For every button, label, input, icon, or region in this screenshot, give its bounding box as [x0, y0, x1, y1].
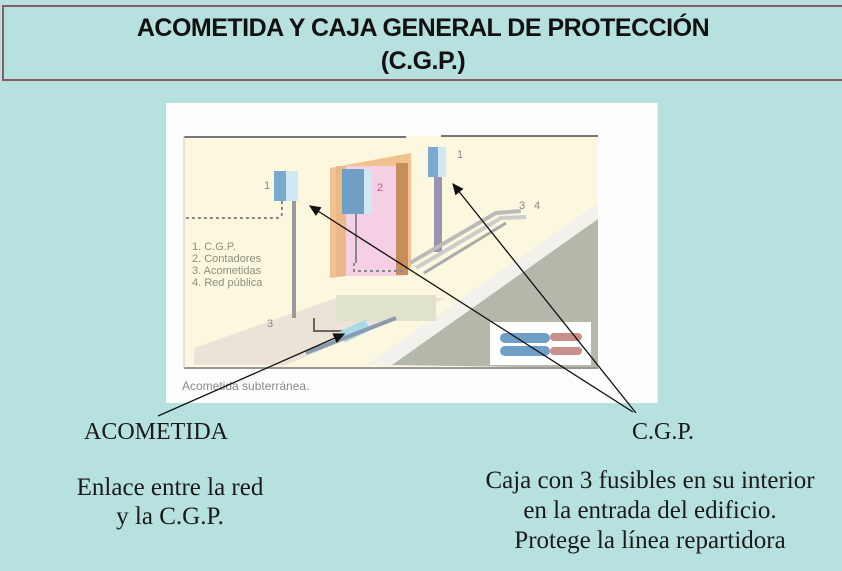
title-box: ACOMETIDA Y CAJA GENERAL DE PROTECCIÓN (…: [2, 5, 842, 81]
legend-item: 3. Acometidas: [192, 265, 262, 277]
title-line-2: (C.G.P.): [380, 47, 466, 75]
figure-caption: Acometida subterránea.: [182, 379, 310, 393]
acometida-label: ACOMETIDA: [84, 419, 228, 445]
acometida-description-line: y la C.G.P.: [116, 503, 224, 530]
legend-item: 1. C.G.P.: [192, 241, 236, 253]
cgp-description-line: Caja con 3 fusibles en su interior: [485, 467, 815, 494]
cgp-label: C.G.P.: [632, 419, 695, 445]
figure-number-acometida: 3: [267, 318, 274, 330]
figure-legend: 1. C.G.P. 2. Contadores 3. Acometidas 4.…: [192, 241, 262, 289]
acometida-description: Enlace entre la red y la C.G.P.: [40, 473, 300, 531]
title-line-1: ACOMETIDA Y CAJA GENERAL DE PROTECCIÓN: [136, 14, 710, 42]
legend-item: 4. Red pública: [192, 277, 263, 289]
figure-number-contadores: 2: [377, 182, 384, 194]
figure-number-cgp-left: 1: [264, 180, 271, 192]
figure-number-red-3: 3: [519, 200, 526, 212]
legend-item: 2. Contadores: [192, 253, 262, 265]
cgp-description-line: en la entrada del edificio.: [523, 497, 777, 524]
figure-number-red-4: 4: [534, 200, 541, 212]
cgp-description-line: Protege la línea repartidora: [514, 527, 786, 554]
acometida-description-line: Enlace entre la red: [76, 474, 264, 501]
figure-number-cgp-right: 1: [457, 149, 464, 161]
cgp-description: Caja con 3 fusibles en su interior en la…: [455, 466, 842, 556]
illustration-frame: 1 2 1 3 3 4 1. C.G.P. 2. Contadores 3. A…: [166, 103, 658, 403]
